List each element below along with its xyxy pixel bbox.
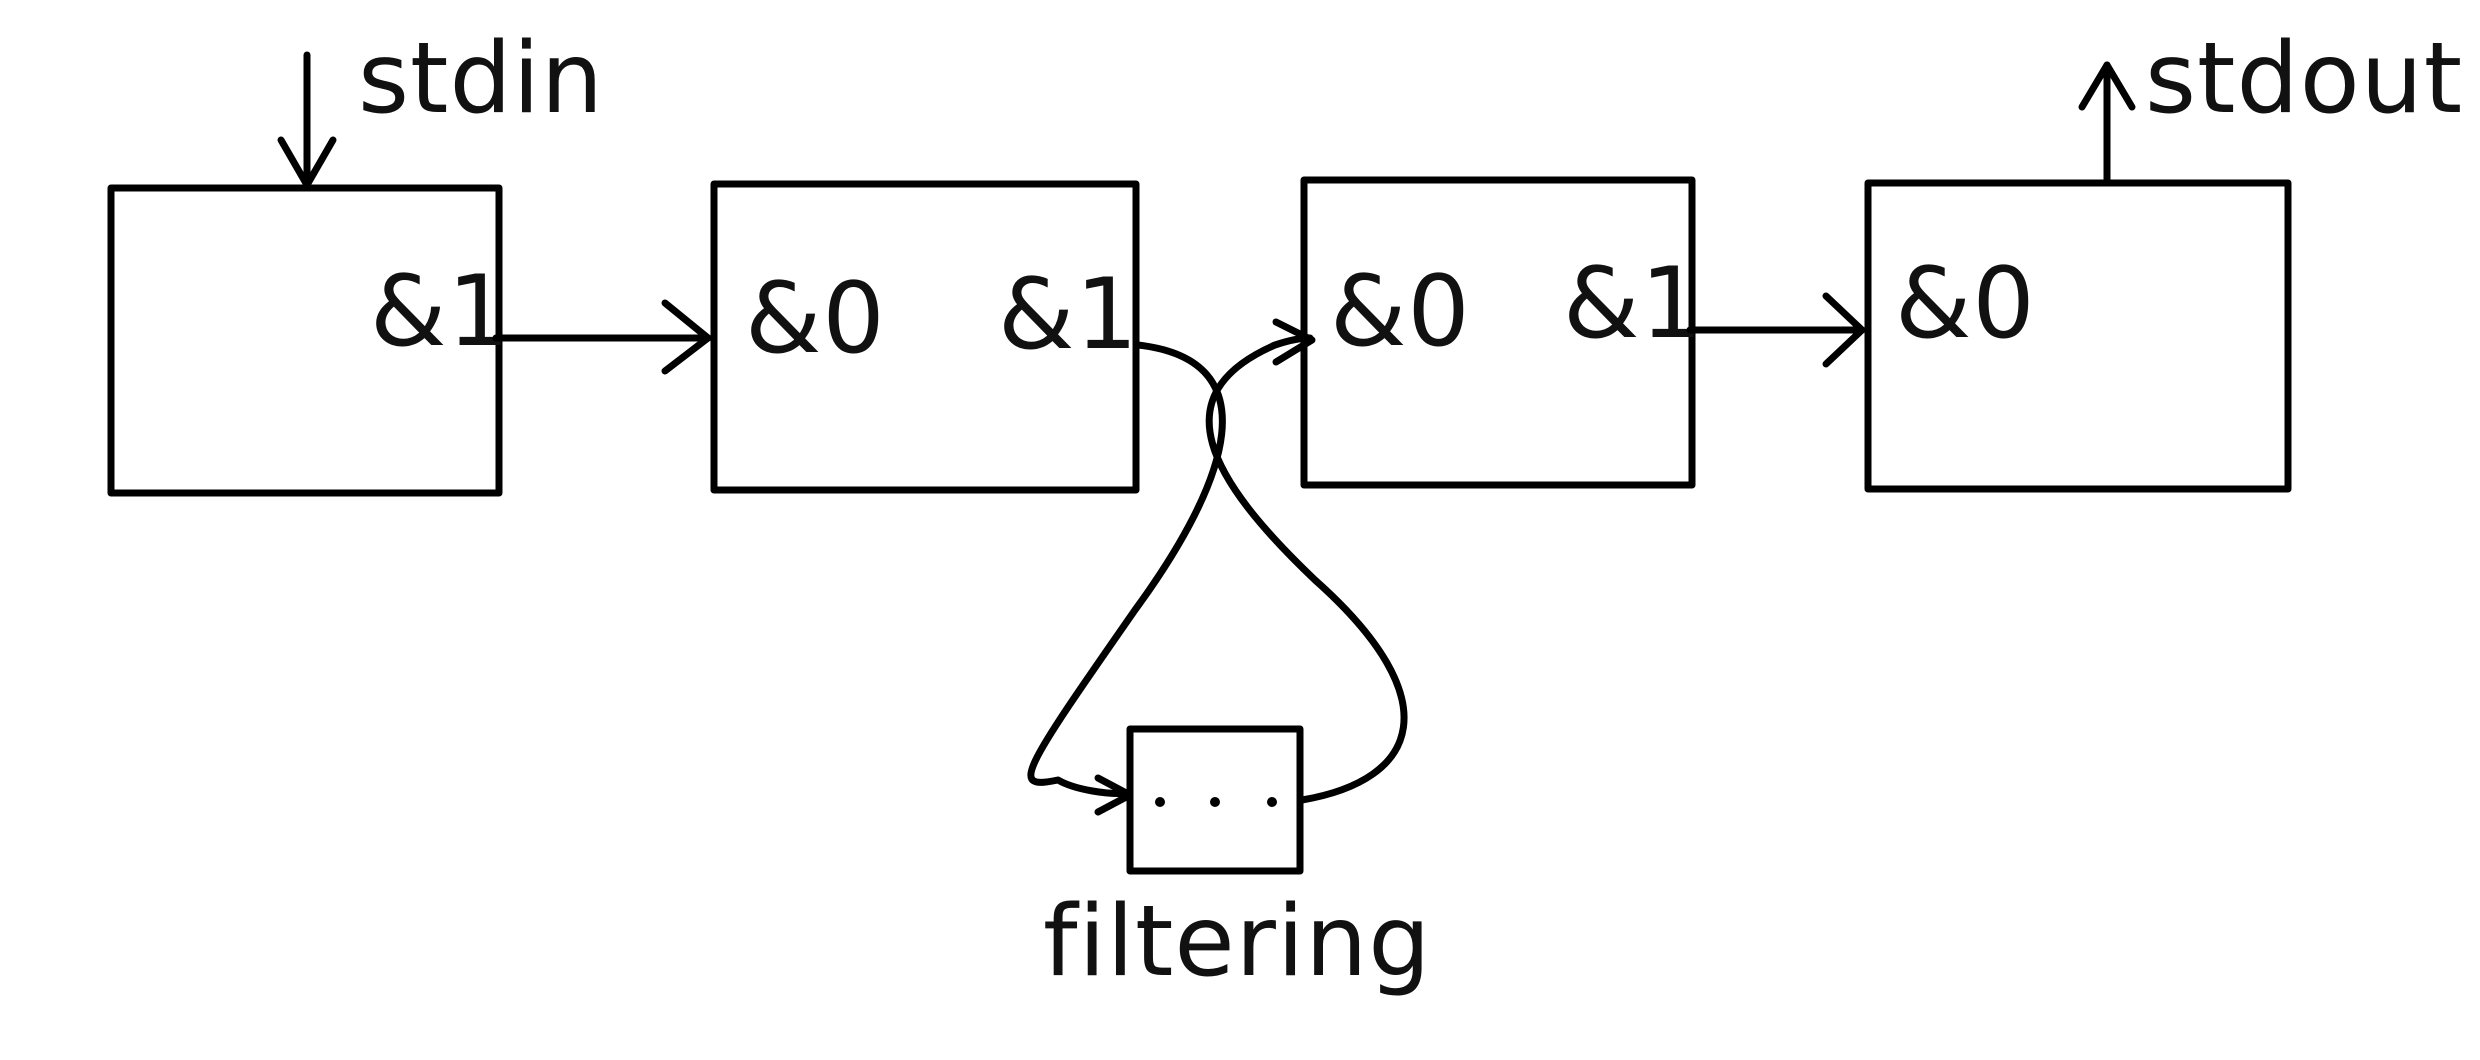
- process-4-fd0-label: &0: [1895, 247, 2036, 361]
- stdout-arrow: [2078, 61, 2136, 187]
- process-1-fd1-label: &1: [370, 255, 511, 369]
- stdin-arrow: [277, 51, 337, 189]
- process-3-fd1-label: &1: [1563, 247, 1704, 361]
- filtering-label: filtering: [1043, 885, 1432, 999]
- process-box-2: [710, 180, 1140, 494]
- filter-output-curve: [1205, 318, 1408, 804]
- stdin-label: stdin: [358, 22, 604, 136]
- stdout-label: stdout: [2145, 22, 2463, 136]
- filter-ellipsis: [1155, 797, 1277, 807]
- process-box-4: [1864, 179, 2292, 493]
- process-3-fd0-label: &0: [1330, 255, 1471, 369]
- process-2-fd0-label: &0: [745, 262, 886, 376]
- pipe-arrow-3-4: [1686, 292, 1866, 368]
- pipe-arrow-1-2: [492, 299, 712, 375]
- process-2-fd1-label: &1: [998, 258, 1139, 372]
